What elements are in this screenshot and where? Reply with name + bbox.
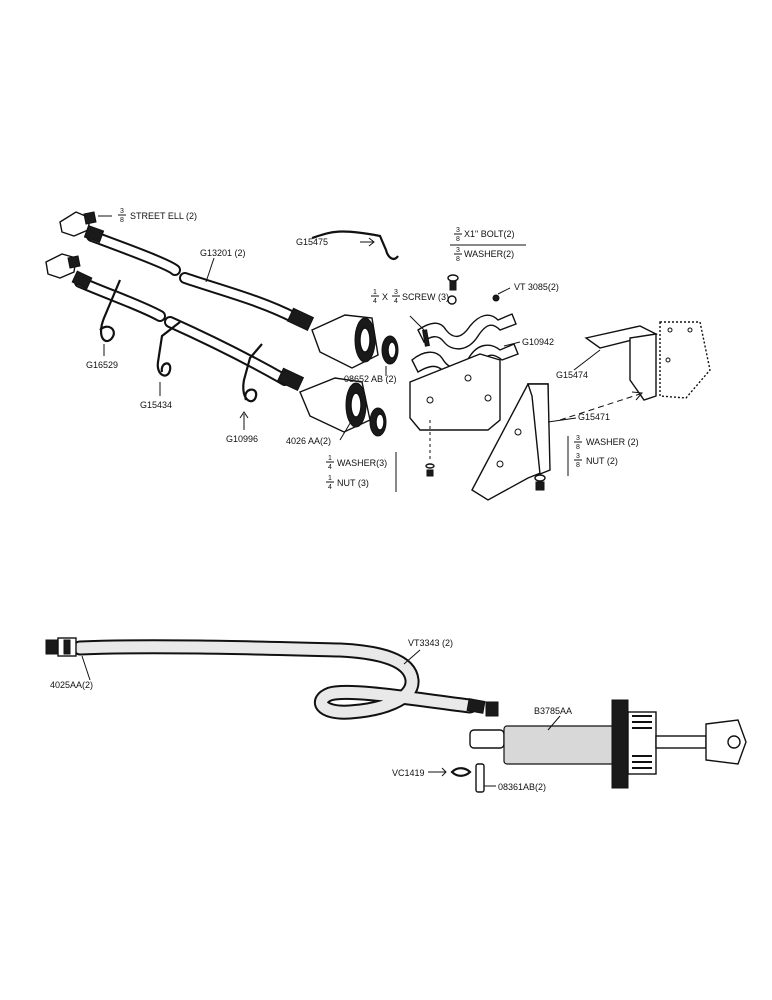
pin-08361ab [475, 763, 485, 793]
clip-g15475 [311, 230, 399, 260]
screw-frac-a-num: 1 [373, 289, 377, 296]
nut-right-frac-num: 3 [576, 453, 580, 460]
g15474-leader [573, 349, 601, 371]
bolt-frac-num: 3 [456, 227, 460, 234]
washer-right-frac-num: 3 [576, 435, 580, 442]
screw-x: X [382, 292, 388, 302]
label-4025aa: 4025AA(2) [50, 680, 93, 690]
label-g15471: G15471 [578, 412, 610, 422]
label-vc1419: VC1419 [392, 768, 425, 778]
street-ell-lower [45, 253, 81, 279]
screw-leader [409, 315, 425, 331]
hose-g13201-lower [71, 270, 305, 391]
clip-pin-vc1419 [450, 767, 472, 777]
label-4026aa: 4026 AA(2) [286, 436, 331, 446]
label-g16529: G16529 [86, 360, 118, 370]
clip-g15434 [156, 321, 181, 377]
washer-nut-left [425, 420, 435, 477]
coupler-4026aa-upper [311, 314, 379, 369]
label-b3785aa: B3785AA [534, 706, 572, 716]
label-screw: SCREW (3) [402, 292, 449, 302]
label-g13201: G13201 (2) [200, 248, 246, 258]
nut-left-frac-den: 4 [328, 484, 332, 491]
label-g15475: G15475 [296, 237, 328, 247]
vt3343-leader [403, 649, 421, 665]
coupler-4026aa-lower [299, 377, 371, 433]
label-vt3085: VT 3085(2) [514, 282, 559, 292]
label-nut-right: NUT (2) [586, 456, 618, 466]
coupler-4025aa [45, 637, 77, 657]
label-washer-left: WASHER(3) [337, 458, 387, 468]
label-08361ab: 08361AB(2) [498, 782, 546, 792]
washer-top-frac-den: 8 [456, 256, 460, 263]
nut-left-frac-num: 1 [328, 475, 332, 482]
g15471-dashed-link [559, 393, 641, 421]
washer-right-frac-den: 8 [576, 444, 580, 451]
label-g10942: G10942 [522, 337, 554, 347]
clip-g16529 [99, 279, 122, 343]
c4025-leader [81, 655, 91, 681]
label-washer-top: WASHER(2) [464, 249, 514, 259]
cylinder-b3785aa [469, 699, 747, 789]
label-nut-left: NUT (3) [337, 478, 369, 488]
washer-left-frac-den: 4 [328, 464, 332, 471]
hose-end-fitting [466, 698, 499, 717]
label-g10996: G10996 [226, 434, 258, 444]
nut-right-frac-den: 8 [576, 462, 580, 469]
g10996-arrow [239, 411, 249, 430]
g10942-leader [503, 341, 521, 347]
bracket-g15471 [471, 383, 551, 501]
vt3085-leader [497, 287, 511, 295]
screw-frac-a-den: 4 [373, 298, 377, 305]
dust-plug-upper [381, 335, 399, 365]
clamp-vt3085 [411, 294, 519, 380]
hose-vt3343 [72, 639, 478, 720]
bracket-g10942 [409, 353, 501, 431]
label-street-ell: STREET ELL (2) [130, 211, 197, 221]
washer-nut-right [534, 474, 546, 491]
bolt-frac-den: 8 [456, 236, 460, 243]
g13201-leader [205, 257, 215, 283]
screw [422, 329, 430, 347]
street-ell-frac-num: 3 [120, 208, 124, 215]
label-vt3343: VT3343 (2) [408, 638, 453, 648]
screw-frac-b-num: 3 [394, 289, 398, 296]
washer-top-frac-num: 3 [456, 247, 460, 254]
screw-frac-b-den: 4 [394, 298, 398, 305]
g15471-arrowhead [631, 391, 644, 401]
bolt-and-washer [447, 274, 459, 291]
vc1419-arrow [428, 767, 447, 777]
g15475-arrow [360, 237, 375, 247]
c4026-leader [339, 419, 353, 441]
clip-g10996 [242, 343, 263, 403]
hose-g13201-upper [83, 224, 315, 331]
g15471-leader [547, 417, 577, 423]
dust-plug-lower [369, 407, 387, 437]
label-washer-right: WASHER (2) [586, 437, 639, 447]
label-g15474: G15474 [556, 370, 588, 380]
street-ell-frac-den: 8 [120, 217, 124, 224]
label-08652ab: 08652 AB (2) [344, 374, 397, 384]
label-g15434: G15434 [140, 400, 172, 410]
b3785-leader [547, 715, 561, 731]
bracket-g15474 [584, 321, 711, 401]
label-bolt: X1" BOLT(2) [464, 229, 515, 239]
washer-left-frac-num: 1 [328, 455, 332, 462]
